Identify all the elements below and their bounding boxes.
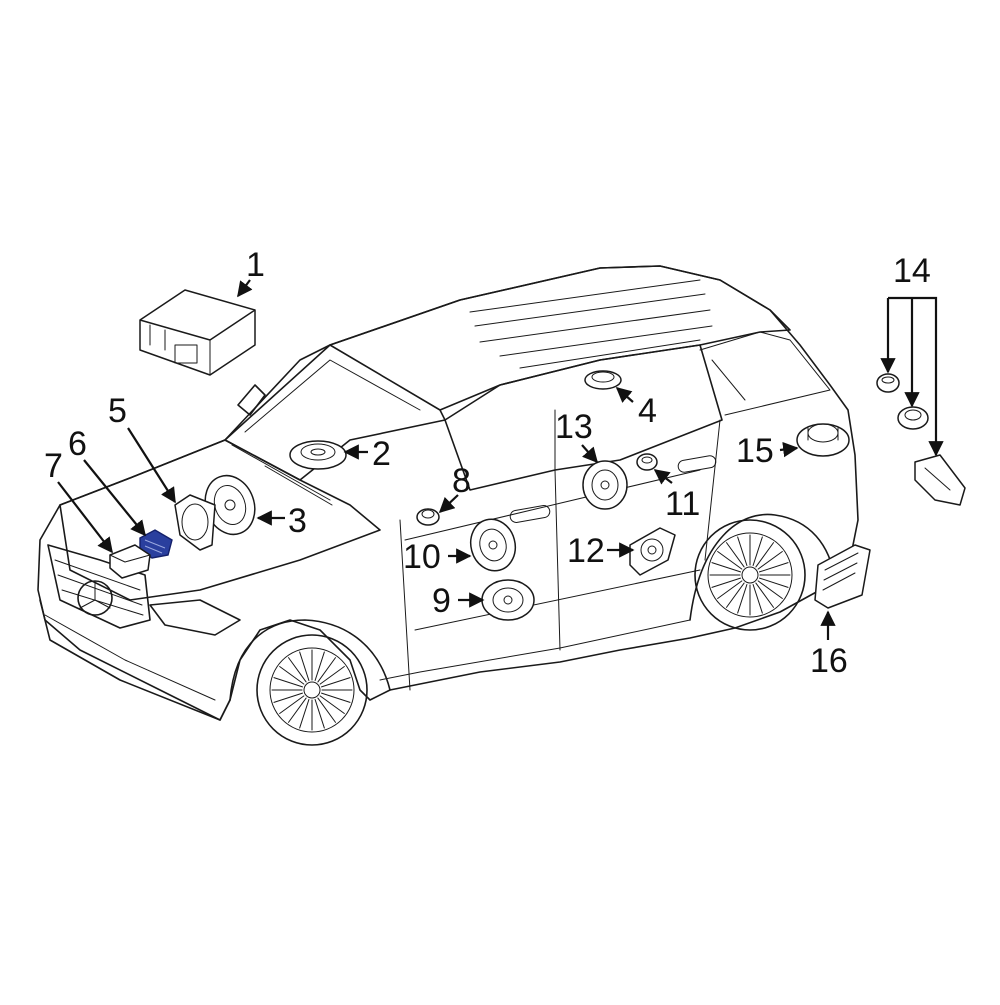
part-8-tweeter[interactable] xyxy=(416,508,440,526)
wheel-spoke xyxy=(317,697,337,723)
callout-11: 11 xyxy=(665,485,700,523)
wheel-spoke xyxy=(717,580,743,600)
wheel-spoke xyxy=(321,677,351,688)
callout-15: 15 xyxy=(736,432,774,470)
part-9-speaker[interactable] xyxy=(481,579,535,621)
callout-8: 8 xyxy=(452,462,471,500)
wheel-spoke xyxy=(287,697,307,723)
wheel-spoke xyxy=(757,550,783,570)
part-10-speaker[interactable] xyxy=(465,514,521,576)
wheel-spoke xyxy=(755,582,775,608)
wheel-spoke xyxy=(711,562,741,573)
wheel-spoke xyxy=(759,562,789,573)
callout-7: 7 xyxy=(44,447,63,485)
wheel-spoke xyxy=(737,536,748,566)
callout-3: 3 xyxy=(288,502,307,540)
wheel-spoke xyxy=(273,677,303,688)
wheel-spoke xyxy=(757,580,783,600)
wheel-spoke xyxy=(287,657,307,683)
wheel-spoke xyxy=(279,695,305,715)
wheel-spoke xyxy=(279,665,305,685)
wheel-spoke xyxy=(317,657,337,683)
callout-12: 12 xyxy=(567,532,605,570)
wheel-spoke xyxy=(314,651,325,681)
wheel-spoke xyxy=(273,692,303,703)
part-16-module[interactable] xyxy=(814,544,871,609)
wheel-spoke xyxy=(319,665,345,685)
callout-13: 13 xyxy=(555,408,593,446)
wheel-spoke xyxy=(752,536,763,566)
wheel-spoke xyxy=(299,651,310,681)
wheel-spoke xyxy=(314,699,325,729)
callout-labels: 1 2 3 4 5 6 7 8 9 10 11 12 13 14 15 16 xyxy=(44,246,931,680)
wheel-spoke xyxy=(755,542,775,568)
part-11-tweeter[interactable] xyxy=(636,453,658,471)
callout-10: 10 xyxy=(403,538,441,576)
wheel-spoke xyxy=(711,577,741,588)
callout-arrows xyxy=(57,279,944,640)
callout-6: 6 xyxy=(68,425,87,463)
callout-16: 16 xyxy=(810,642,848,680)
wheel-spoke xyxy=(299,699,310,729)
part-7-component[interactable] xyxy=(109,544,151,579)
part-4-speaker[interactable] xyxy=(584,370,622,390)
callout-9: 9 xyxy=(432,582,451,620)
callout-14: 14 xyxy=(893,252,931,290)
wheel-spoke xyxy=(759,577,789,588)
part-14-components[interactable] xyxy=(876,373,966,506)
wheel-spoke xyxy=(725,542,745,568)
wheel-spoke xyxy=(321,692,351,703)
callout-2: 2 xyxy=(372,435,391,473)
callout-4: 4 xyxy=(638,392,657,430)
wheel-spoke xyxy=(319,695,345,715)
vehicle-outline xyxy=(37,265,859,746)
part-12-speaker[interactable] xyxy=(629,527,676,576)
wheel-spoke xyxy=(717,550,743,570)
callout-5: 5 xyxy=(108,392,127,430)
callout-1: 1 xyxy=(246,246,265,284)
wheel-spoke xyxy=(752,584,763,614)
wheel-spokes xyxy=(271,534,791,731)
part-5-speaker-ring[interactable] xyxy=(174,494,216,551)
part-3-speaker[interactable] xyxy=(197,469,263,542)
part-13-speaker[interactable] xyxy=(582,460,628,510)
part-1-control-module[interactable] xyxy=(139,289,256,376)
wheel-spoke xyxy=(737,584,748,614)
part-15-speaker[interactable] xyxy=(796,423,850,457)
wheel-spoke xyxy=(725,582,745,608)
part-2-speaker[interactable] xyxy=(289,440,347,470)
